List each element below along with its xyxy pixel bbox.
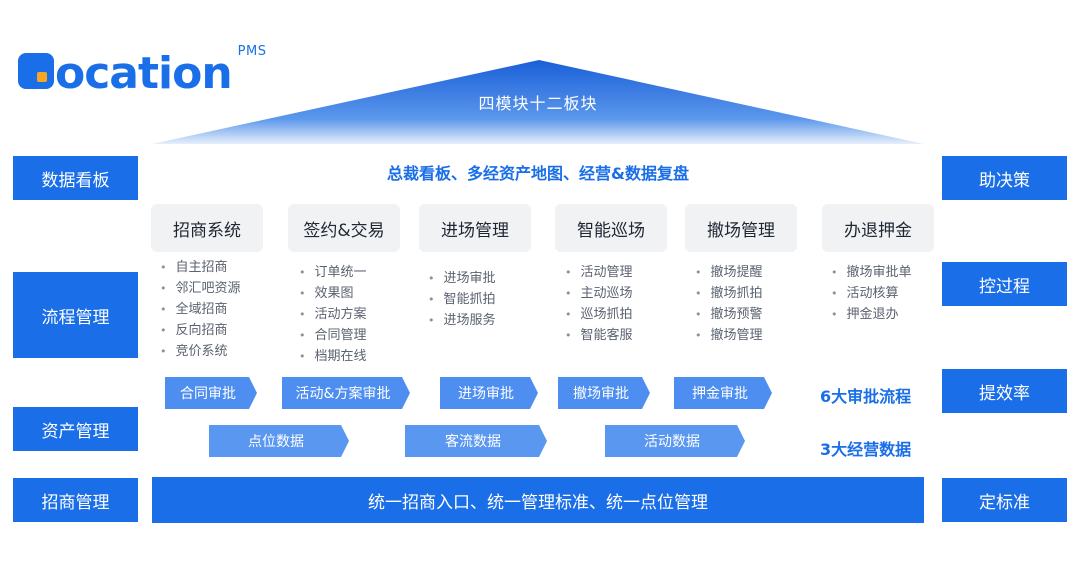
logo-mark-icon [18, 53, 54, 89]
brand-logo: ocation PMS [18, 40, 266, 96]
list-item: 撤场抓拍 [695, 283, 763, 304]
headline: 总裁看板、多经资产地图、经营&数据复盘 [387, 164, 689, 183]
list-item: 订单统一 [299, 262, 367, 283]
module-patrol-list: 活动管理 主动巡场 巡场抓拍 智能客服 [565, 262, 633, 346]
list-item: 撤场预警 [695, 304, 763, 325]
list-item: 自主招商 [160, 257, 241, 278]
right-label-standard: 定标准 [942, 478, 1067, 522]
left-label-assets: 资产管理 [13, 407, 138, 451]
left-label-leasing: 招商管理 [13, 478, 138, 522]
module-entry: 进场管理 [419, 204, 531, 252]
list-item: 邻汇吧资源 [160, 278, 241, 299]
data-activity: 活动数据 [605, 425, 745, 457]
module-contract-list: 订单统一 效果图 活动方案 合同管理 档期在线 [299, 262, 367, 367]
bottom-foundation-bar: 统一招商入口、统一管理标准、统一点位管理 [152, 477, 924, 523]
right-label-decision: 助决策 [942, 156, 1067, 200]
list-item: 合同管理 [299, 325, 367, 346]
left-label-dashboard: 数据看板 [13, 156, 138, 200]
data-traffic: 客流数据 [405, 425, 547, 457]
approval-note: 6大审批流程 [820, 387, 912, 406]
list-item: 活动核算 [831, 283, 912, 304]
data-note: 3大经营数据 [820, 440, 912, 459]
right-label-control: 控过程 [942, 262, 1067, 306]
list-item: 智能客服 [565, 325, 633, 346]
module-entry-list: 进场审批 智能抓拍 进场服务 [428, 268, 496, 331]
list-item: 押金退办 [831, 304, 912, 325]
list-item: 撤场管理 [695, 325, 763, 346]
list-item: 全域招商 [160, 299, 241, 320]
module-deposit: 办退押金 [822, 204, 934, 252]
module-exit: 撤场管理 [685, 204, 797, 252]
list-item: 巡场抓拍 [565, 304, 633, 325]
list-item: 效果图 [299, 283, 367, 304]
list-item: 活动管理 [565, 262, 633, 283]
list-item: 竞价系统 [160, 341, 241, 362]
roof-title: 四模块十二板块 [478, 94, 598, 113]
module-leasing-list: 自主招商 邻汇吧资源 全域招商 反向招商 竞价系统 [160, 257, 241, 362]
module-deposit-list: 撤场审批单 活动核算 押金退办 [831, 262, 912, 325]
logo-word: ocation [55, 48, 233, 99]
module-exit-list: 撤场提醒 撤场抓拍 撤场预警 撤场管理 [695, 262, 763, 346]
data-location: 点位数据 [209, 425, 349, 457]
approval-exit: 撤场审批 [558, 377, 650, 409]
module-contract: 签约&交易 [288, 204, 400, 252]
list-item: 档期在线 [299, 346, 367, 367]
approval-activity-plan: 活动&方案审批 [282, 377, 410, 409]
list-item: 智能抓拍 [428, 289, 496, 310]
left-label-process: 流程管理 [13, 272, 138, 358]
list-item: 进场服务 [428, 310, 496, 331]
list-item: 活动方案 [299, 304, 367, 325]
list-item: 反向招商 [160, 320, 241, 341]
module-leasing: 招商系统 [151, 204, 263, 252]
approval-contract: 合同审批 [165, 377, 257, 409]
list-item: 主动巡场 [565, 283, 633, 304]
list-item: 撤场提醒 [695, 262, 763, 283]
approval-entry: 进场审批 [440, 377, 538, 409]
list-item: 进场审批 [428, 268, 496, 289]
module-patrol: 智能巡场 [555, 204, 667, 252]
right-label-efficiency: 提效率 [942, 369, 1067, 413]
list-item: 撤场审批单 [831, 262, 912, 283]
roof-triangle [152, 60, 924, 144]
approval-deposit: 押金审批 [674, 377, 772, 409]
logo-superscript: PMS [237, 44, 267, 59]
